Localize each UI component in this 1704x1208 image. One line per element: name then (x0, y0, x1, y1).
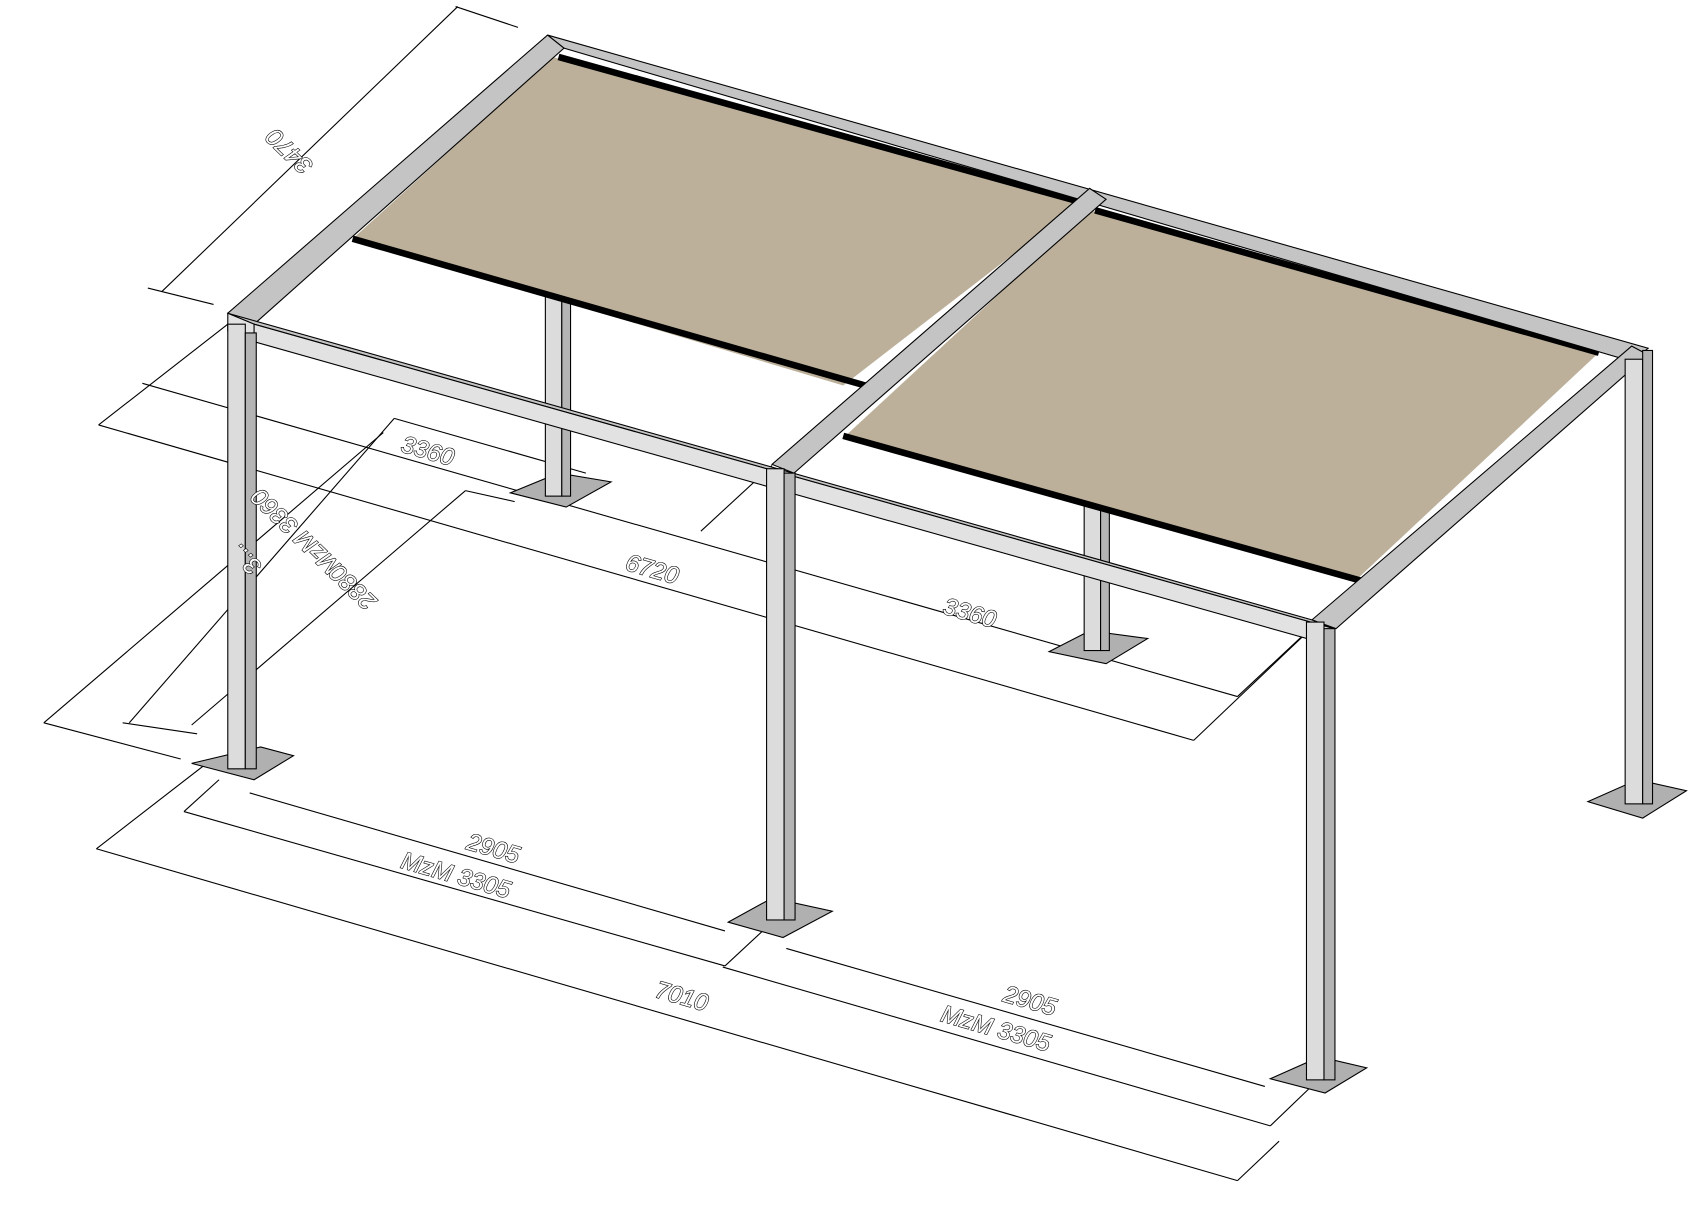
dim-bay-left: 3360 (398, 431, 458, 472)
dim-total-length: 7010 (652, 976, 712, 1017)
base-plates (191, 472, 1688, 1094)
dim-span-right-clear: 2905 (999, 981, 1059, 1022)
canopy-panels (351, 53, 1600, 584)
dim-depth-top: 3470 (261, 122, 319, 179)
dimension-lines (43, 6, 1326, 1182)
dim-bay-right: 3360 (940, 593, 1000, 634)
front-posts (227, 323, 1654, 1081)
